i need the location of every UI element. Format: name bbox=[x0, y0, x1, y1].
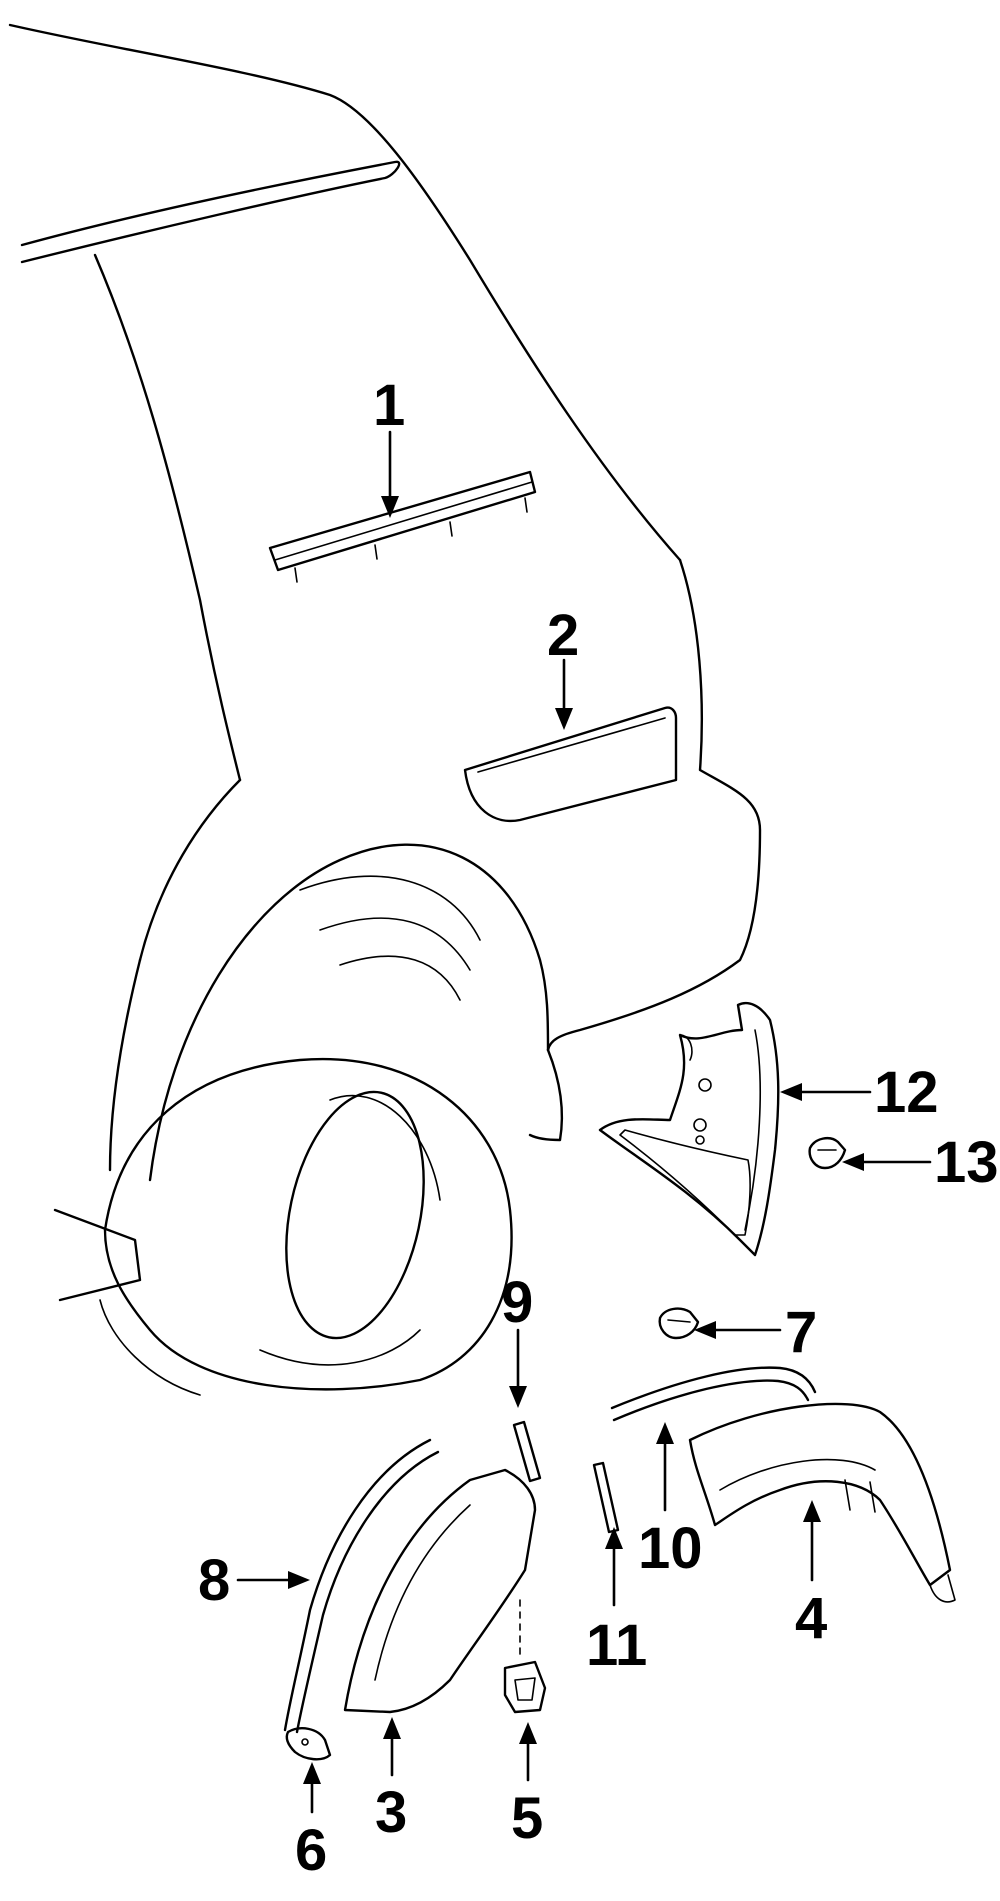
callout-4: 4 bbox=[795, 1586, 827, 1651]
part-12-mud-flap bbox=[598, 1001, 780, 1257]
part-6-bracket bbox=[285, 1727, 332, 1761]
part-9-strip bbox=[512, 1420, 542, 1483]
part-5-bracket bbox=[503, 1599, 547, 1714]
part-13-clip bbox=[808, 1136, 847, 1170]
callout-labels: 1 2 12 13 7 9 10 4 11 8 3 5 6 bbox=[198, 373, 999, 1883]
callout-10: 10 bbox=[638, 1516, 703, 1581]
callout-9: 9 bbox=[501, 1270, 533, 1335]
callout-11: 11 bbox=[586, 1613, 647, 1678]
part-1-belt-molding bbox=[268, 470, 537, 583]
part-8-arch-molding bbox=[283, 1438, 440, 1734]
callout-1: 1 bbox=[373, 373, 405, 438]
part-7-clip bbox=[658, 1307, 700, 1340]
callout-12: 12 bbox=[874, 1060, 939, 1125]
callout-8: 8 bbox=[198, 1548, 230, 1613]
callout-6: 6 bbox=[295, 1818, 327, 1883]
callout-5: 5 bbox=[511, 1786, 543, 1851]
part-2-side-molding bbox=[463, 706, 678, 823]
part-10-arch-molding bbox=[610, 1366, 817, 1422]
callout-2: 2 bbox=[547, 603, 579, 668]
vehicle-body bbox=[8, 23, 762, 1396]
callout-3: 3 bbox=[375, 1780, 407, 1845]
callout-7: 7 bbox=[785, 1300, 817, 1365]
callout-13: 13 bbox=[934, 1130, 999, 1195]
part-3-wheel-flare bbox=[343, 1468, 537, 1714]
leader-lines bbox=[236, 430, 932, 1814]
part-4-wheel-flare bbox=[688, 1402, 956, 1603]
part-11-strip bbox=[592, 1461, 620, 1534]
